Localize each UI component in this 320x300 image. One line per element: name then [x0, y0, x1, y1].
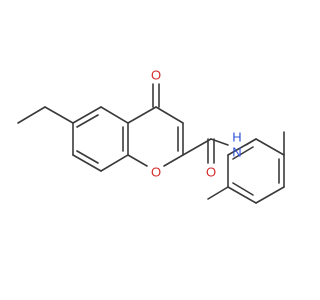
bond: [100, 154, 129, 172]
bond: [227, 138, 257, 156]
molecule-drawing: O O O N H: [17, 68, 285, 204]
bond: [127, 106, 157, 124]
bond: [127, 154, 148, 167]
atom-label-amide-nitrogen: N: [232, 145, 241, 160]
bond: [100, 106, 129, 124]
bond: [227, 186, 257, 204]
atom-label-carbonyl-oxygen: O: [151, 68, 161, 83]
bond: [207, 186, 229, 200]
bond: [76, 150, 99, 164]
bond: [72, 154, 102, 172]
bond: [72, 106, 102, 124]
bond: [17, 106, 46, 124]
atom-label-amide-oxygen: O: [206, 165, 216, 180]
bond: [163, 154, 184, 167]
bond: [76, 114, 99, 128]
bond: [255, 186, 285, 204]
bond: [182, 138, 212, 156]
structure-diagram: O O O N H: [17, 68, 285, 204]
bond: [232, 182, 254, 196]
bond: [155, 106, 184, 124]
bond: [255, 138, 285, 156]
atom-label-amide-hydrogen: H: [232, 130, 241, 145]
bond: [232, 146, 254, 160]
atom-label-ring-oxygen: O: [151, 165, 161, 180]
bond: [44, 106, 74, 124]
